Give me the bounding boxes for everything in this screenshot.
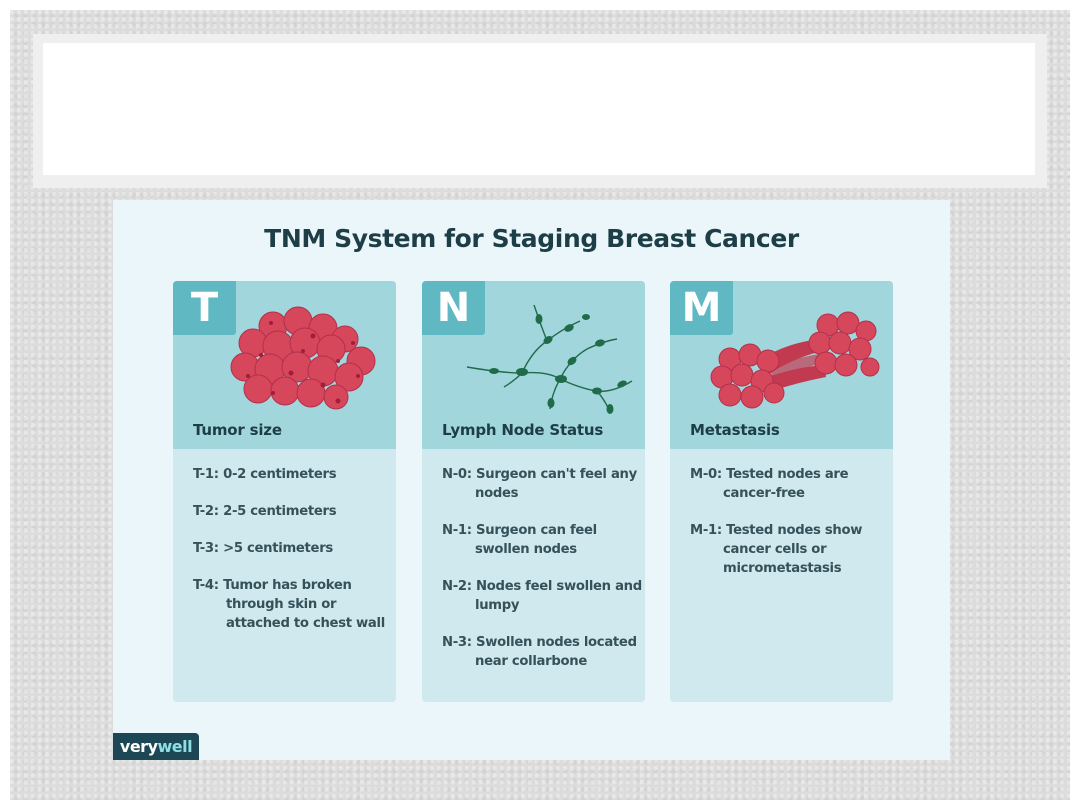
slide-title-placeholder[interactable] bbox=[43, 43, 1035, 175]
card-heading: Tumor size bbox=[193, 421, 282, 439]
list-item: T-4: Tumor has broken through skin or at… bbox=[193, 578, 385, 631]
list-item: M-0: Tested nodes are cancer-free bbox=[690, 467, 849, 501]
verywell-logo: verywell bbox=[113, 733, 199, 760]
card-tumor-size: T Tumor size T-1: 0-2 centimeters T-2: 2… bbox=[173, 281, 396, 702]
logo-text-very: very bbox=[119, 737, 158, 756]
infographic-title: TNM System for Staging Breast Cancer bbox=[264, 224, 799, 253]
tumor-cells-icon bbox=[230, 306, 376, 410]
stage-list: T-1: 0-2 centimeters T-2: 2-5 centimeter… bbox=[193, 465, 393, 651]
list-item: N-0: Surgeon can't feel any nodes bbox=[442, 467, 637, 501]
metastasis-cells-icon bbox=[710, 311, 880, 409]
card-metastasis: M Metastasis M-0: Tested nodes are cance… bbox=[670, 281, 893, 702]
list-item: T-1: 0-2 centimeters bbox=[193, 467, 337, 482]
list-item: T-3: >5 centimeters bbox=[193, 541, 333, 556]
list-item: N-2: Nodes feel swollen and lumpy bbox=[442, 579, 642, 613]
list-item: N-3: Swollen nodes located near collarbo… bbox=[442, 635, 637, 669]
list-item: N-1: Surgeon can feel swollen nodes bbox=[442, 523, 597, 557]
card-letter-m: M bbox=[670, 281, 733, 335]
list-item: M-1: Tested nodes show cancer cells or m… bbox=[690, 523, 863, 576]
card-lymph-node-status: N Lymph Node Status N-0: Surgeon can't f… bbox=[422, 281, 645, 702]
logo-text-well: well bbox=[157, 737, 193, 756]
tnm-infographic: TNM System for Staging Breast Cancer bbox=[113, 200, 950, 760]
card-heading: Metastasis bbox=[690, 421, 780, 439]
card-heading: Lymph Node Status bbox=[442, 421, 604, 439]
list-item: T-2: 2-5 centimeters bbox=[193, 504, 337, 519]
lymph-nodes-icon bbox=[466, 304, 633, 414]
stage-list: N-0: Surgeon can't feel any nodes N-1: S… bbox=[442, 465, 642, 689]
stage-list: M-0: Tested nodes are cancer-free M-1: T… bbox=[690, 465, 890, 596]
card-letter-n: N bbox=[422, 281, 485, 335]
card-letter-t: T bbox=[173, 281, 236, 335]
